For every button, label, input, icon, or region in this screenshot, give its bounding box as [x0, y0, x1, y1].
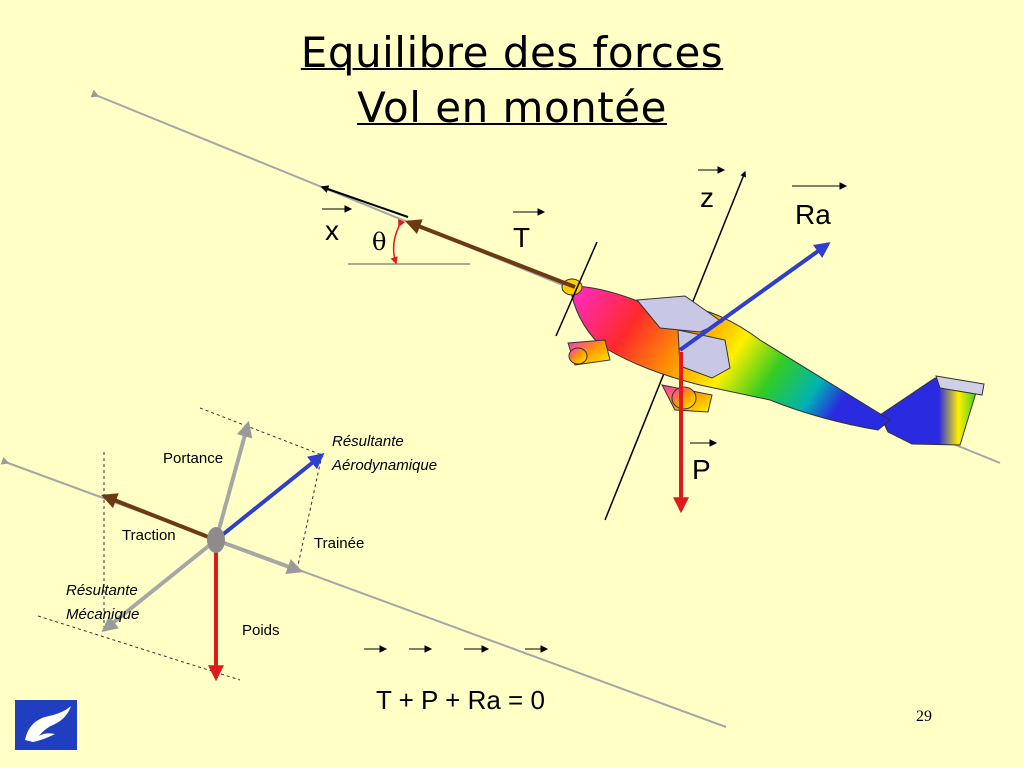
label-theta: θ: [372, 228, 387, 256]
label-Ra: Ra: [795, 199, 831, 230]
trainee-vector: [215, 538, 304, 575]
label-z: z: [700, 182, 714, 213]
label-x: x: [325, 215, 339, 246]
slide-title-line1: Equilibre des forces: [300, 28, 724, 77]
traction-vector-T: [405, 219, 576, 289]
label-poids: Poids: [242, 622, 280, 639]
airplane: [555, 241, 985, 446]
label-resultante-aero-1: Résultante: [332, 433, 404, 450]
label-traction: Traction: [122, 527, 176, 544]
label-portance: Portance: [163, 450, 224, 467]
theta-angle-arc: [390, 218, 405, 265]
lower-traction-vector: [101, 493, 217, 542]
equation-P: P: [421, 685, 438, 715]
slide-title-line2: Vol en montée: [357, 83, 667, 132]
equation-equals-zero: = 0: [500, 685, 545, 715]
force-equation: T + P + Ra = 0: [362, 654, 545, 716]
lower-aero-resultant-vector: [214, 452, 325, 542]
portance-vector: [214, 420, 253, 541]
label-resultante-aero-2: Aérodynamique: [332, 457, 438, 474]
equation-overbars: [364, 645, 549, 653]
label-trainee: Trainée: [314, 535, 365, 552]
equation-plus-1: +: [391, 685, 422, 715]
vector-overbars: [322, 166, 848, 447]
label-resultante-meca-1: Résultante: [66, 582, 138, 599]
label-T: T: [513, 222, 531, 253]
mechanical-resultant-vector: [101, 538, 218, 633]
parallelogram-dashes: [37, 407, 323, 681]
label-P: P: [692, 454, 711, 485]
equation-T: T: [375, 685, 392, 715]
equation-plus-2: +: [437, 685, 468, 715]
label-resultante-meca-2: Mécanique: [66, 606, 140, 623]
x-axis-arrow: [320, 185, 409, 218]
center-of-gravity: [207, 527, 225, 553]
aero-resultant-vector-Ra: [678, 242, 831, 352]
bird-logo-icon: [15, 700, 77, 750]
equation-Ra: Ra: [467, 685, 501, 715]
page-number: 29: [916, 708, 932, 725]
